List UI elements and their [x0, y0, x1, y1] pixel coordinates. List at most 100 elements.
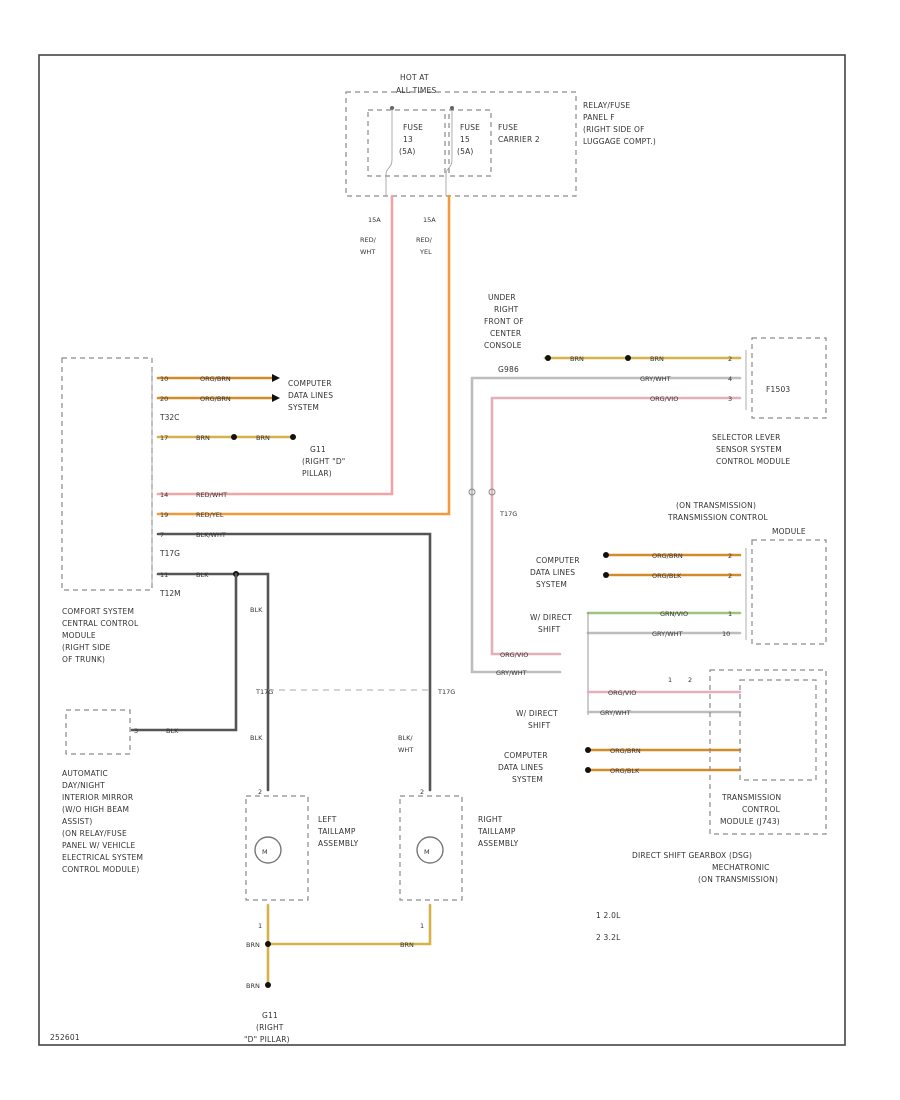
svg-text:ORG/BRN: ORG/BRN [200, 395, 231, 403]
svg-text:TAILLAMP: TAILLAMP [477, 827, 516, 836]
svg-text:(RIGHT: (RIGHT [256, 1023, 284, 1032]
svg-text:10: 10 [722, 630, 730, 638]
svg-text:CARRIER 2: CARRIER 2 [498, 135, 540, 144]
svg-text:BRN: BRN [650, 355, 664, 363]
svg-text:MODULE: MODULE [62, 631, 96, 640]
svg-text:ORG/BRN: ORG/BRN [610, 747, 641, 755]
svg-text:14: 14 [160, 491, 168, 499]
svg-text:GRN/VIO: GRN/VIO [660, 610, 688, 618]
wire-blk-mirror [130, 572, 238, 732]
svg-text:SYSTEM: SYSTEM [536, 580, 567, 589]
svg-text:RIGHT: RIGHT [494, 305, 519, 314]
legend-1: 1 2.0L [596, 911, 621, 920]
comfort-module-label: COMFORT SYSTEM [62, 607, 134, 616]
svg-text:1: 1 [728, 610, 732, 618]
svg-text:ORG/BLK: ORG/BLK [610, 767, 640, 775]
svg-text:BRN: BRN [246, 982, 260, 990]
svg-text:ORG/VIO: ORG/VIO [500, 651, 528, 659]
computer-data-lines-mech: COMPUTER [504, 751, 548, 760]
tcm-label: (ON TRANSMISSION) [676, 501, 756, 510]
svg-text:"D" PILLAR): "D" PILLAR) [244, 1035, 290, 1044]
wire-brn-lamp-left [266, 903, 432, 946]
fuse-15-label: FUSE [460, 123, 480, 132]
footer-id: 252601 [50, 1033, 80, 1042]
svg-text:3: 3 [134, 727, 138, 735]
svg-text:(ON RELAY/FUSE: (ON RELAY/FUSE [62, 829, 127, 838]
mirror-label: AUTOMATIC [62, 769, 108, 778]
computer-data-lines-tcm: COMPUTER [536, 556, 580, 565]
svg-text:1: 1 [668, 676, 672, 684]
diagram-frame [38, 54, 846, 1046]
wire-blk [156, 572, 270, 792]
svg-text:WHT: WHT [398, 746, 413, 754]
svg-text:SHIFT: SHIFT [538, 625, 561, 634]
svg-text:RED/WHT: RED/WHT [196, 491, 227, 499]
svg-text:PILLAR): PILLAR) [302, 469, 332, 478]
svg-text:2: 2 [728, 355, 732, 363]
svg-text:CONTROL MODULE: CONTROL MODULE [716, 457, 790, 466]
svg-text:DATA LINES: DATA LINES [530, 568, 575, 577]
svg-text:19: 19 [160, 511, 168, 519]
svg-text:YEL: YEL [419, 248, 432, 256]
svg-text:M: M [262, 848, 268, 856]
svg-text:GRY/WHT: GRY/WHT [496, 669, 527, 677]
interior-mirror: 3 BLK AUTOMATIC DAY/NIGHT INTERIOR MIRRO… [62, 709, 179, 874]
svg-text:T12M: T12M [159, 589, 181, 598]
svg-text:BRN: BRN [246, 941, 260, 949]
fuse-carrier-label: FUSE [498, 123, 518, 132]
svg-text:MODULE (J743): MODULE (J743) [720, 817, 780, 826]
svg-text:15A: 15A [423, 216, 436, 224]
svg-text:(RIGHT "D": (RIGHT "D" [302, 457, 345, 466]
svg-text:CENTRAL CONTROL: CENTRAL CONTROL [62, 619, 139, 628]
svg-text:7: 7 [160, 531, 164, 539]
svg-text:4: 4 [728, 375, 732, 383]
mechatronic-unit: 1 2 TRANSMISSION CONTROL MODULE (J743) D… [632, 669, 827, 884]
wire-blk-wht [156, 532, 432, 792]
svg-text:ASSEMBLY: ASSEMBLY [318, 839, 359, 848]
right-taillamp: M BLK/ WHT 2 1 RIGHT TAILLAMP ASSEMBLY [398, 734, 518, 930]
ground-g11-bottom-label: G11 [262, 1011, 278, 1020]
svg-text:17: 17 [160, 434, 168, 442]
selector-lever-module: F1503 SELECTOR LEVER SENSOR SYSTEM CONTR… [712, 337, 827, 466]
ground-g11-label: G11 [310, 445, 326, 454]
wire-gry-wht-selector [470, 376, 742, 674]
wire-red-wht [156, 194, 394, 496]
svg-text:(ON TRANSMISSION): (ON TRANSMISSION) [698, 875, 778, 884]
svg-text:(RIGHT SIDE: (RIGHT SIDE [62, 643, 111, 652]
svg-text:T17G: T17G [437, 688, 455, 696]
transmission-control-module: (ON TRANSMISSION) TRANSMISSION CONTROL M… [667, 501, 827, 645]
svg-text:2: 2 [258, 788, 262, 796]
fuse-panel: HOT AT ALL TIMES FUSE 13 (5A) FUSE 15 (5… [345, 73, 656, 197]
svg-text:3: 3 [728, 395, 732, 403]
svg-text:BLK: BLK [250, 606, 263, 614]
svg-text:G986: G986 [498, 365, 519, 374]
svg-text:BLK: BLK [250, 734, 263, 742]
svg-text:1: 1 [258, 922, 262, 930]
svg-text:MECHATRONIC: MECHATRONIC [712, 863, 770, 872]
svg-text:CONTROL: CONTROL [742, 805, 781, 814]
svg-text:CENTER: CENTER [490, 329, 521, 338]
svg-text:2: 2 [728, 552, 732, 560]
hot-at-label: HOT AT [400, 73, 429, 82]
svg-text:T17G: T17G [255, 688, 273, 696]
wire-red-yel [156, 194, 451, 516]
svg-text:GRY/WHT: GRY/WHT [640, 375, 671, 383]
direct-shift-label-2: W/ DIRECT [516, 709, 558, 718]
fuse-panel-location: RELAY/FUSE [583, 101, 630, 110]
right-taillamp-label: RIGHT [478, 815, 503, 824]
svg-text:ORG/VIO: ORG/VIO [650, 395, 678, 403]
direct-shift-label-1: W/ DIRECT [530, 613, 572, 622]
left-taillamp-label: LEFT [318, 815, 337, 824]
svg-text:PANEL W/ VEHICLE: PANEL W/ VEHICLE [62, 841, 136, 850]
svg-text:LUGGAGE COMPT.): LUGGAGE COMPT.) [583, 137, 656, 146]
svg-text:SYSTEM: SYSTEM [288, 403, 319, 412]
svg-text:MODULE: MODULE [772, 527, 806, 536]
svg-text:ORG/VIO: ORG/VIO [608, 689, 636, 697]
svg-text:SENSOR SYSTEM: SENSOR SYSTEM [716, 445, 782, 454]
svg-text:1: 1 [420, 922, 424, 930]
svg-text:PANEL F: PANEL F [583, 113, 615, 122]
mechatronic-label: DIRECT SHIFT GEARBOX (DSG) [632, 851, 752, 860]
svg-text:GRY/WHT: GRY/WHT [652, 630, 683, 638]
svg-text:WHT: WHT [360, 248, 375, 256]
svg-text:ORG/BRN: ORG/BRN [200, 375, 231, 383]
